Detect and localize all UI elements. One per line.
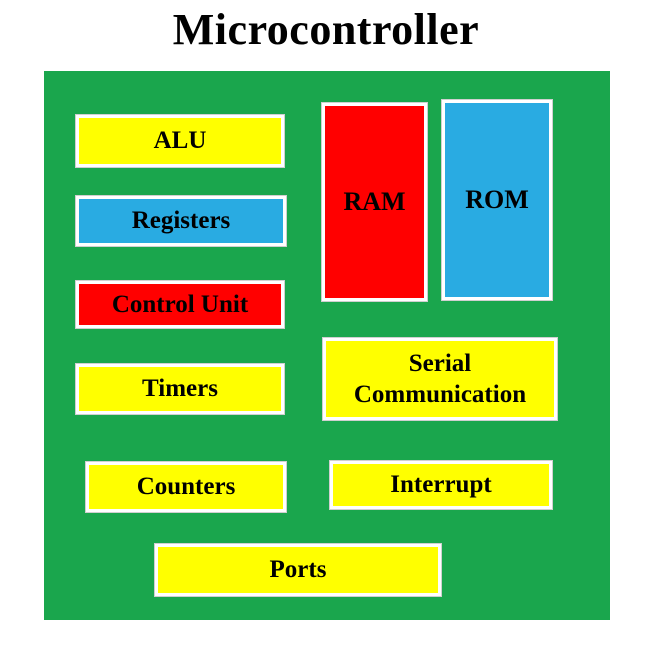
block-registers: Registers	[75, 195, 287, 247]
block-rom-label: ROM	[465, 184, 529, 214]
block-rom: ROM	[441, 99, 553, 301]
block-control-unit-label: Control Unit	[111, 290, 249, 318]
block-control-unit: Control Unit	[75, 280, 285, 329]
block-alu: ALU	[75, 114, 285, 168]
microcontroller-board: ALU Registers Control Unit Timers Counte…	[44, 71, 610, 620]
block-registers-label: Registers	[131, 207, 231, 235]
block-ports: Ports	[154, 543, 442, 597]
block-timers-label: Timers	[142, 375, 218, 403]
block-alu-label: ALU	[153, 127, 207, 155]
block-counters-label: Counters	[136, 473, 236, 501]
block-interrupt-label: Interrupt	[390, 471, 492, 499]
block-ram: RAM	[321, 102, 428, 302]
block-serial-communication: Serial Communication	[322, 337, 558, 421]
block-counters: Counters	[85, 461, 287, 513]
block-ports-label: Ports	[269, 556, 327, 584]
block-timers: Timers	[75, 363, 285, 415]
block-serial-communication-label: Serial Communication	[353, 349, 527, 408]
block-interrupt: Interrupt	[329, 460, 553, 510]
block-ram-label: RAM	[343, 186, 406, 216]
diagram-title: Microcontroller	[172, 5, 480, 54]
